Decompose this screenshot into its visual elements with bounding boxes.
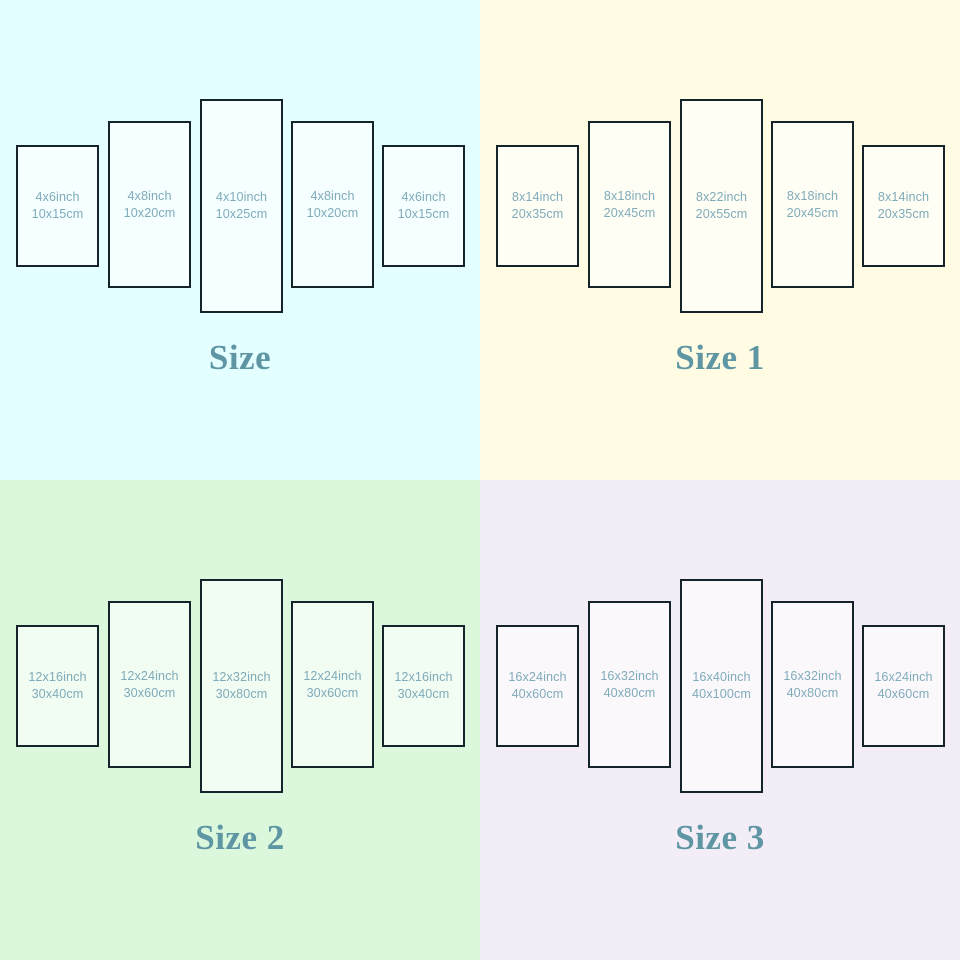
panel-label-cm: 10x20cm <box>123 205 176 220</box>
canvas-panel-4[interactable]: 4x8inch 10x20cm <box>291 121 374 288</box>
panel-label-cm: 20x45cm <box>786 205 839 220</box>
panel-label-cm: 20x55cm <box>695 207 748 221</box>
panel-label-cm: 10x25cm <box>215 207 268 221</box>
canvas-panel-3[interactable]: 16x40inch 40x100cm <box>680 579 763 793</box>
panel-label-inch: 8x14inch <box>511 190 564 205</box>
canvas-panel-2[interactable]: 8x18inch 20x45cm <box>588 121 671 288</box>
panel-group-size-1: 8x14inch 20x35cm 8x18inch 20x45cm 8x22in… <box>480 0 960 480</box>
panel-label-5: 12x16inch 30x40cm <box>394 669 452 702</box>
panel-label-inch: 4x10inch <box>215 190 268 205</box>
panel-label-3: 8x22inch 20x55cm <box>696 189 748 222</box>
panel-label-cm: 20x35cm <box>877 207 930 221</box>
panel-label-1: 4x6inch 10x15cm <box>32 189 84 222</box>
canvas-panel-3[interactable]: 4x10inch 10x25cm <box>200 99 283 313</box>
panel-label-cm: 40x60cm <box>511 687 564 701</box>
size-option-size-1[interactable]: 8x14inch 20x35cm 8x18inch 20x45cm 8x22in… <box>480 0 960 480</box>
quadrant-title: Size 3 <box>675 818 765 857</box>
panel-label-cm: 20x35cm <box>511 207 564 221</box>
panel-label-inch: 4x6inch <box>401 190 446 205</box>
panel-label-inch: 12x16inch <box>394 670 453 685</box>
panel-label-cm: 10x15cm <box>31 207 84 221</box>
panel-label-cm: 40x60cm <box>877 687 930 701</box>
quadrant-title: Size 1 <box>675 338 765 377</box>
canvas-panel-3[interactable]: 12x32inch 30x80cm <box>200 579 283 793</box>
panel-group-size-3: 16x24inch 40x60cm 16x32inch 40x80cm 16x4… <box>480 480 960 960</box>
canvas-panel-2[interactable]: 12x24inch 30x60cm <box>108 601 191 768</box>
panel-label-inch: 8x22inch <box>695 190 748 205</box>
panel-label-5: 4x6inch 10x15cm <box>398 189 450 222</box>
canvas-panel-1[interactable]: 8x14inch 20x35cm <box>496 145 579 267</box>
panel-label-inch: 8x18inch <box>786 188 839 203</box>
panel-label-cm: 20x45cm <box>603 205 656 220</box>
panel-label-cm: 40x100cm <box>692 687 751 701</box>
panel-label-cm: 30x60cm <box>123 685 176 700</box>
size-option-size-2[interactable]: 12x16inch 30x40cm 12x24inch 30x60cm 12x3… <box>0 480 480 960</box>
panel-label-inch: 12x24inch <box>303 668 362 683</box>
canvas-panel-5[interactable]: 12x16inch 30x40cm <box>382 625 465 747</box>
canvas-panel-2[interactable]: 16x32inch 40x80cm <box>588 601 671 768</box>
panel-label-3: 12x32inch 30x80cm <box>212 669 270 702</box>
quadrant-title: Size 2 <box>195 818 285 857</box>
panel-label-inch: 16x24inch <box>874 670 933 685</box>
panel-label-inch: 12x32inch <box>212 670 271 685</box>
panel-group-size: 4x6inch 10x15cm 4x8inch 10x20cm 4x10inch… <box>0 0 480 480</box>
panel-group-size-2: 12x16inch 30x40cm 12x24inch 30x60cm 12x3… <box>0 480 480 960</box>
panel-label-inch: 12x24inch <box>120 668 179 683</box>
panel-label-2: 4x8inch 10x20cm <box>124 188 176 221</box>
canvas-panel-2[interactable]: 4x8inch 10x20cm <box>108 121 191 288</box>
panel-label-5: 8x14inch 20x35cm <box>878 189 930 222</box>
panel-label-2: 16x32inch 40x80cm <box>600 668 658 701</box>
panel-label-1: 8x14inch 20x35cm <box>512 189 564 222</box>
panel-label-inch: 4x6inch <box>35 190 80 205</box>
panel-label-inch: 4x8inch <box>310 188 355 203</box>
panel-label-cm: 40x80cm <box>603 685 656 700</box>
canvas-panel-1[interactable]: 12x16inch 30x40cm <box>16 625 99 747</box>
panel-label-cm: 30x40cm <box>397 687 450 701</box>
canvas-panel-5[interactable]: 8x14inch 20x35cm <box>862 145 945 267</box>
panel-label-cm: 30x80cm <box>215 687 268 701</box>
panel-label-cm: 40x80cm <box>786 685 839 700</box>
panel-label-cm: 10x15cm <box>397 207 450 221</box>
panel-label-1: 16x24inch 40x60cm <box>508 669 566 702</box>
panel-label-cm: 30x40cm <box>31 687 84 701</box>
quadrant-title: Size <box>208 338 272 377</box>
panel-label-cm: 30x60cm <box>306 685 359 700</box>
canvas-panel-4[interactable]: 16x32inch 40x80cm <box>771 601 854 768</box>
canvas-panel-5[interactable]: 16x24inch 40x60cm <box>862 625 945 747</box>
panel-label-inch: 16x32inch <box>600 668 659 683</box>
panel-label-4: 4x8inch 10x20cm <box>307 188 359 221</box>
canvas-panel-4[interactable]: 8x18inch 20x45cm <box>771 121 854 288</box>
panel-label-2: 12x24inch 30x60cm <box>120 668 178 701</box>
canvas-panel-5[interactable]: 4x6inch 10x15cm <box>382 145 465 267</box>
panel-label-1: 12x16inch 30x40cm <box>28 669 86 702</box>
panel-label-3: 4x10inch 10x25cm <box>216 189 268 222</box>
panel-label-inch: 16x24inch <box>508 670 567 685</box>
canvas-panel-1[interactable]: 16x24inch 40x60cm <box>496 625 579 747</box>
canvas-panel-3[interactable]: 8x22inch 20x55cm <box>680 99 763 313</box>
canvas-panel-1[interactable]: 4x6inch 10x15cm <box>16 145 99 267</box>
panel-label-4: 8x18inch 20x45cm <box>787 188 839 221</box>
panel-label-inch: 16x40inch <box>692 670 751 685</box>
size-option-size[interactable]: 4x6inch 10x15cm 4x8inch 10x20cm 4x10inch… <box>0 0 480 480</box>
canvas-panel-4[interactable]: 12x24inch 30x60cm <box>291 601 374 768</box>
panel-label-inch: 4x8inch <box>127 188 172 203</box>
panel-label-inch: 8x14inch <box>877 190 930 205</box>
panel-label-inch: 16x32inch <box>783 668 842 683</box>
panel-label-3: 16x40inch 40x100cm <box>692 669 751 702</box>
panel-label-inch: 12x16inch <box>28 670 87 685</box>
panel-label-cm: 10x20cm <box>306 205 359 220</box>
panel-label-5: 16x24inch 40x60cm <box>874 669 932 702</box>
panel-label-2: 8x18inch 20x45cm <box>604 188 656 221</box>
panel-label-4: 16x32inch 40x80cm <box>783 668 841 701</box>
panel-label-4: 12x24inch 30x60cm <box>303 668 361 701</box>
panel-label-inch: 8x18inch <box>603 188 656 203</box>
size-option-size-3[interactable]: 16x24inch 40x60cm 16x32inch 40x80cm 16x4… <box>480 480 960 960</box>
